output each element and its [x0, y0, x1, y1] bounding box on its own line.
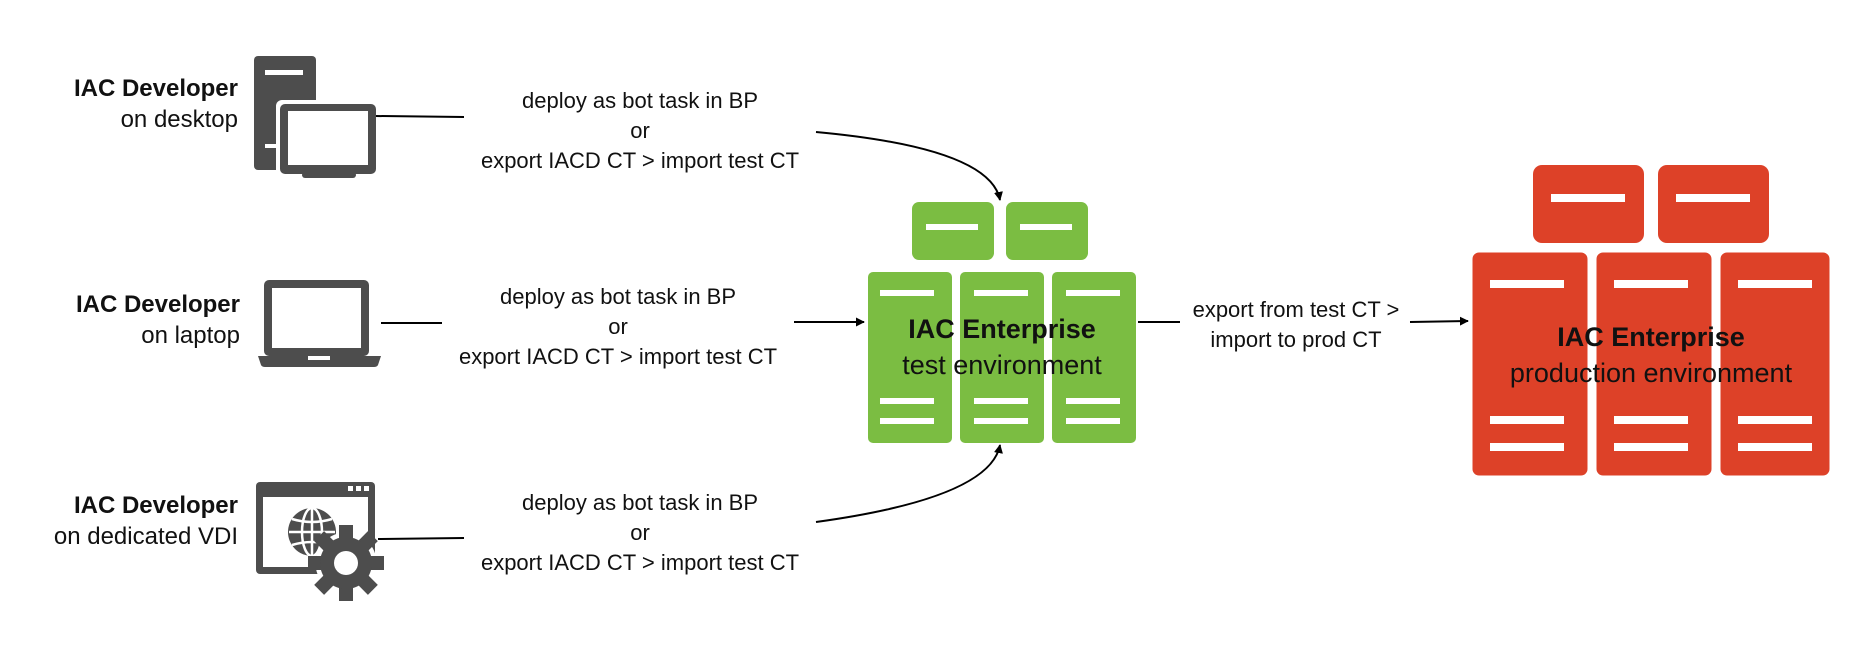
- edge-line2: or: [630, 118, 650, 143]
- vdi-browser-gear-icon: [256, 482, 384, 601]
- edge-line3: export IACD CT > import test CT: [480, 148, 800, 173]
- laptop-deploy-edge-label: deploy as bot task in BP or export IACD …: [428, 282, 808, 372]
- vdi-deploy-edge-label: deploy as bot task in BP or export IACD …: [450, 488, 830, 578]
- laptop-developer-label: IAC Developer on laptop: [76, 289, 240, 351]
- test-env-server-cluster-icon: [864, 202, 1140, 447]
- laptop-icon: [258, 280, 381, 367]
- desktop-computer-icon: [254, 56, 380, 178]
- laptop-developer-title: IAC Developer: [75, 291, 240, 318]
- prod-env-server-cluster-icon: [1467, 165, 1835, 481]
- edge-line3: export IACD CT > import test CT: [458, 344, 778, 369]
- promote-edge-label: export from test CT > import to prod CT: [1176, 295, 1416, 355]
- prod-env-subtitle: production environment: [1509, 358, 1793, 388]
- edge-line3: export IACD CT > import test CT: [480, 550, 800, 575]
- desktop-developer-subtitle: on desktop: [120, 106, 238, 133]
- vdi-developer-subtitle: on dedicated VDI: [53, 523, 238, 550]
- promote-line2: import to prod CT: [1210, 327, 1382, 352]
- edge-line1: deploy as bot task in BP: [521, 490, 759, 515]
- prod-env-label: IAC Enterprise production environment: [1476, 319, 1826, 391]
- test-env-subtitle: test environment: [902, 350, 1102, 380]
- promote-line1: export from test CT >: [1192, 297, 1400, 322]
- desktop-developer-title: IAC Developer: [73, 75, 238, 102]
- edge-line2: or: [608, 314, 628, 339]
- edge-line1: deploy as bot task in BP: [521, 88, 759, 113]
- desktop-connector-line: [375, 115, 465, 118]
- prod-env-title: IAC Enterprise: [1557, 322, 1745, 352]
- vdi-developer-title: IAC Developer: [73, 492, 238, 519]
- vdi-developer-label: IAC Developer on dedicated VDI: [54, 490, 238, 552]
- desktop-to-test-arrow: [815, 131, 1003, 201]
- vdi-to-test-arrow: [815, 444, 1003, 523]
- desktop-deploy-edge-label: deploy as bot task in BP or export IACD …: [450, 86, 830, 176]
- laptop-developer-subtitle: on laptop: [141, 322, 240, 349]
- test-env-label: IAC Enterprise test environment: [852, 311, 1152, 383]
- desktop-developer-label: IAC Developer on desktop: [74, 73, 238, 135]
- test-to-prod-arrow: [1409, 316, 1469, 326]
- edge-line1: deploy as bot task in BP: [499, 284, 737, 309]
- vdi-connector-line: [377, 537, 465, 540]
- test-env-title: IAC Enterprise: [908, 314, 1096, 344]
- edge-line2: or: [630, 520, 650, 545]
